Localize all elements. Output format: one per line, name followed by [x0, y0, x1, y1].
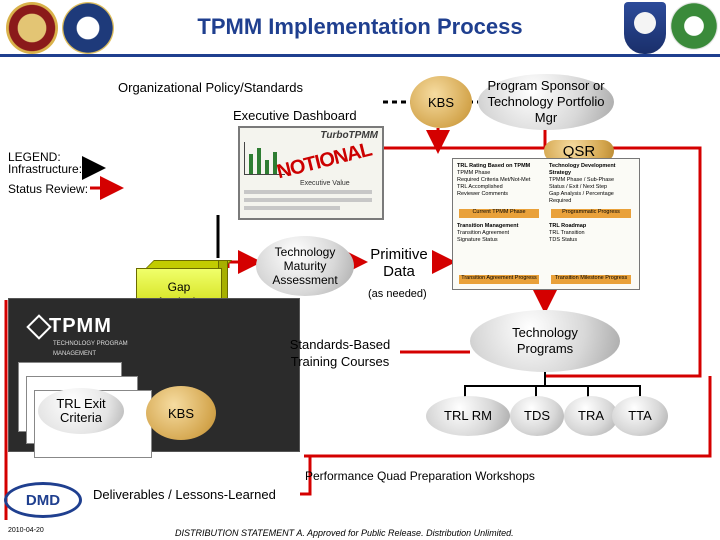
dashboard-logo: TurboTPMM — [320, 130, 378, 141]
qsr-col3-0: Transition Management — [457, 223, 519, 229]
qsr-box1: Current TPMM Phase — [459, 209, 539, 218]
qsr-col4-0: TRL Roadmap — [549, 223, 587, 229]
qsr-col3-2: Signature Status — [457, 237, 498, 243]
qsr-col1-1: TPMM Phase — [457, 170, 491, 176]
tech-maturity-label: Technology Maturity Assessment — [272, 245, 338, 287]
qsr-col2-0: Technology Development Strategy — [549, 163, 616, 176]
qsr-col1-2: Required Criteria Met/Not-Met — [457, 177, 531, 183]
perf-quad-label: Performance Quad Preparation Workshops — [305, 469, 535, 483]
kbs-top-label: KBS — [427, 94, 454, 110]
trl-rm-node: TRL RM — [426, 396, 510, 436]
qsr-col4-1: TRL Transition — [549, 230, 585, 236]
qsr-col2-2: Status / Exit / Next Step — [549, 184, 608, 190]
deliverables-label: Deliverables / Lessons-Learned — [93, 487, 276, 502]
qsr-col1-3: TRL Accomplished — [457, 184, 503, 190]
qsr-label: QSR — [562, 142, 596, 160]
page-title: TPMM Implementation Process — [197, 14, 523, 39]
standards-training-label: Standards-Based Training Courses — [289, 337, 391, 369]
legend-infrastructure: Infrastructure: — [8, 162, 83, 176]
dashboard-bar-chart — [244, 142, 285, 175]
org-policy-label: Organizational Policy/Standards — [118, 80, 303, 95]
qsr-col3-1: Transition Agreement — [457, 230, 510, 236]
center-seal-icon — [62, 2, 114, 54]
status-review-loop — [543, 128, 702, 378]
qsr-footer2: Transition Milestone Progress — [551, 275, 631, 284]
qsr-document: TRL Rating Based on TPMM TPMM Phase Requ… — [452, 158, 640, 290]
left-seal-icon — [6, 2, 58, 54]
tra-label: TRA — [578, 408, 604, 423]
kbs-top-node: KBS — [410, 76, 472, 128]
tds-label: TDS — [524, 408, 550, 423]
eagle-shield-icon — [624, 2, 666, 54]
footer-date: 2010-04-20 — [8, 527, 44, 534]
tech-programs-label: Technology Programs — [512, 325, 578, 356]
qsr-col2-1: TPMM Phase / Sub-Phase — [549, 177, 615, 183]
dmd-logo-text: DMD — [25, 491, 61, 509]
right-seal-icon — [670, 2, 718, 50]
qsr-col4-2: TDS Status — [549, 237, 578, 243]
kbs-bottom-label: KBS — [167, 405, 194, 421]
qsr-node: QSR — [544, 140, 614, 162]
tta-label: TTA — [628, 408, 652, 423]
trl-exit-node: TRL Exit Criteria — [38, 388, 124, 434]
trl-exit-label: TRL Exit Criteria — [56, 396, 106, 425]
legend-status-review: Status Review: — [8, 182, 89, 196]
as-needed-label: (as needed) — [368, 288, 427, 300]
tech-maturity-node: Technology Maturity Assessment — [256, 236, 354, 296]
exec-dashboard-label: Executive Dashboard — [233, 108, 357, 123]
kbs-bottom-node: KBS — [146, 386, 216, 440]
qsr-footer1: Transition Agreement Progress — [459, 275, 539, 284]
qsr-col1-0: TRL Rating Based on TPMM — [457, 163, 531, 169]
tta-node: TTA — [612, 396, 668, 436]
primitive-data-label: Primitive Data — [370, 246, 428, 280]
deliverables-arrow — [300, 456, 312, 496]
qsr-col1-4: Reviewer Comments — [457, 191, 509, 197]
bottom-status-loop — [304, 376, 712, 458]
qsr-box2: Programmatic Progress — [551, 209, 631, 218]
tpmm-subtitle: TECHNOLOGY PROGRAM MANAGEMENT — [53, 341, 128, 357]
dashboard-stamp: NOTIONAL — [274, 138, 374, 184]
tds-node: TDS — [510, 396, 564, 436]
program-sponsor-label: Program Sponsor or Technology Portfolio … — [487, 78, 605, 125]
tra-node: TRA — [564, 396, 618, 436]
qsr-col2-3: Gap Analysis / Percentage Required — [549, 191, 614, 204]
trl-rm-label: TRL RM — [444, 408, 492, 423]
executive-dashboard-screenshot: TurboTPMM NOTIONAL Executive Value — [238, 126, 384, 220]
tpmm-logo: TPMM — [49, 315, 112, 337]
gap-maturity-connector — [226, 250, 262, 274]
dashboard-caption: Executive Value — [300, 180, 350, 187]
program-sponsor-node: Program Sponsor or Technology Portfolio … — [478, 74, 614, 130]
tech-programs-node: Technology Programs — [470, 310, 620, 372]
dmd-logo: DMD — [4, 482, 82, 518]
legend-title: LEGEND: — [8, 150, 61, 164]
header-divider — [0, 54, 720, 57]
distribution-statement: DISTRIBUTION STATEMENT A. Approved for P… — [175, 528, 514, 538]
